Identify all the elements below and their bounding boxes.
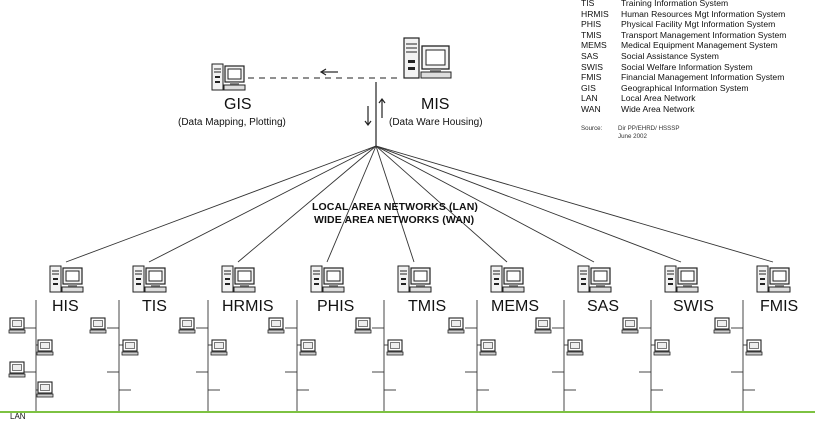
legend-row-gis: GIS Geographical Information System	[581, 83, 749, 93]
legend-abbr: SWIS	[581, 61, 603, 72]
gis-caption: (Data Mapping, Plotting)	[178, 117, 286, 128]
up-down-arrows-icon	[364, 98, 386, 126]
tmis-label: TMIS	[408, 298, 447, 315]
legend-abbr: FMIS	[581, 72, 602, 83]
mems-label: MEMS	[491, 298, 539, 315]
hrmis-label: HRMIS	[222, 298, 274, 315]
legend-abbr: PHIS	[581, 19, 602, 30]
legend-row-phis: PHIS Physical Facility Mgt Information Sy…	[581, 19, 775, 29]
lan-terminal-icon	[8, 317, 26, 334]
link-hrmis	[237, 145, 377, 263]
lan-terminal-icon	[178, 317, 196, 334]
source-line1: Dir PP/EHRD/ HSSSP	[618, 125, 680, 132]
legend-abbr: MEMS	[581, 40, 607, 51]
lan-terminal-icon	[745, 339, 763, 356]
legend-full: Local Area Network	[621, 93, 696, 104]
legend-abbr: TIS	[581, 0, 595, 8]
legend-full: Medical Equipment Management System	[621, 40, 778, 51]
lan-terminal-icon	[653, 339, 671, 356]
lan-bottom-label: LAN	[10, 412, 26, 421]
link-tis	[148, 145, 377, 263]
mis-caption: (Data Ware Housing)	[389, 117, 483, 128]
mis-label: MIS	[421, 96, 450, 113]
his-computer-icon	[49, 265, 84, 293]
link-phis	[326, 145, 377, 263]
swis-label: SWIS	[673, 298, 714, 315]
lan-terminal-icon	[36, 381, 54, 398]
gis-label: GIS	[224, 96, 252, 113]
phis-computer-icon	[310, 265, 345, 293]
legend-full: Human Resources Mgt Information System	[621, 8, 786, 19]
legend-full: Transport Management Information System	[621, 29, 787, 40]
mems-computer-icon	[490, 265, 525, 293]
gis-computer-icon	[211, 63, 246, 91]
link-fmis	[375, 145, 774, 263]
legend-abbr: SAS	[581, 51, 599, 61]
lan-terminal-icon	[36, 339, 54, 356]
phis-label: PHIS	[317, 298, 355, 315]
lan-terminal-icon	[534, 317, 552, 334]
lan-terminal-icon	[8, 361, 26, 378]
legend-full: Training Information System	[621, 0, 729, 8]
lan-terminal-icon	[566, 339, 584, 356]
legend-row-tis: TIS Training Information System	[581, 0, 728, 8]
lan-terminal-icon	[354, 317, 372, 334]
legend-full: Geographical Information System	[621, 82, 749, 93]
legend-abbr: HRMIS	[581, 8, 609, 19]
tmis-computer-icon	[397, 265, 432, 293]
legend-row-wan: WAN Wide Area Network	[581, 104, 695, 114]
legend-full: Physical Facility Mgt Information System	[621, 19, 776, 30]
source-label: Source:	[581, 125, 603, 132]
network-label-wan: WIDE AREA NETWORKS (WAN)	[314, 214, 475, 226]
legend-abbr: TMIS	[581, 29, 602, 40]
source-line2: June 2002	[618, 133, 647, 140]
legend-row-swis: SWIS Social Welfare Information System	[581, 62, 753, 72]
legend-full: Social Assistance System	[621, 51, 719, 61]
link-his	[65, 145, 377, 263]
legend-full: Financial Management Information System	[621, 72, 785, 83]
swis-computer-icon	[664, 265, 699, 293]
sas-computer-icon	[577, 265, 612, 293]
lan-terminal-icon	[447, 317, 465, 334]
lan-terminal-icon	[299, 339, 317, 356]
legend-abbr: GIS	[581, 82, 596, 93]
mis-server-icon	[403, 37, 452, 79]
hrmis-computer-icon	[221, 265, 256, 293]
fmis-label: FMIS	[760, 298, 799, 315]
lan-terminal-icon	[621, 317, 639, 334]
lan-terminal-icon	[479, 339, 497, 356]
lan-terminal-icon	[89, 317, 107, 334]
legend-row-fmis: FMIS Financial Management Information Sys…	[581, 72, 784, 82]
link-sas	[375, 145, 595, 263]
legend-row-lan: LAN Local Area Network	[581, 93, 696, 103]
link-swis	[375, 145, 682, 263]
lan-terminal-icon	[386, 339, 404, 356]
fmis-computer-icon	[756, 265, 791, 293]
legend-row-mems: MEMS Medical Equipment Management System	[581, 40, 778, 50]
network-links	[65, 145, 774, 263]
link-tmis	[375, 145, 415, 263]
legend-full: Wide Area Network	[621, 104, 695, 114]
legend-row-hrmis: HRMIS Human Resources Mgt Information Sys…	[581, 9, 785, 19]
legend-full: Social Welfare Information System	[621, 61, 753, 72]
legend-row-sas: SAS Social Assistance System	[581, 51, 719, 61]
tis-computer-icon	[132, 265, 167, 293]
legend-abbr: WAN	[581, 104, 601, 114]
lan-terminal-icon	[267, 317, 285, 334]
lan-terminal-icon	[121, 339, 139, 356]
sas-label: SAS	[587, 298, 620, 315]
legend-abbr: LAN	[581, 93, 598, 104]
legend-row-tmis: TMIS Transport Management Information Sys…	[581, 30, 786, 40]
lan-terminal-icon	[713, 317, 731, 334]
his-label: HIS	[52, 298, 79, 315]
tis-label: TIS	[142, 298, 167, 315]
network-label-lan: LOCAL AREA NETWORKS (LAN)	[312, 201, 479, 213]
lan-terminal-icon	[210, 339, 228, 356]
link-mems	[375, 145, 508, 263]
